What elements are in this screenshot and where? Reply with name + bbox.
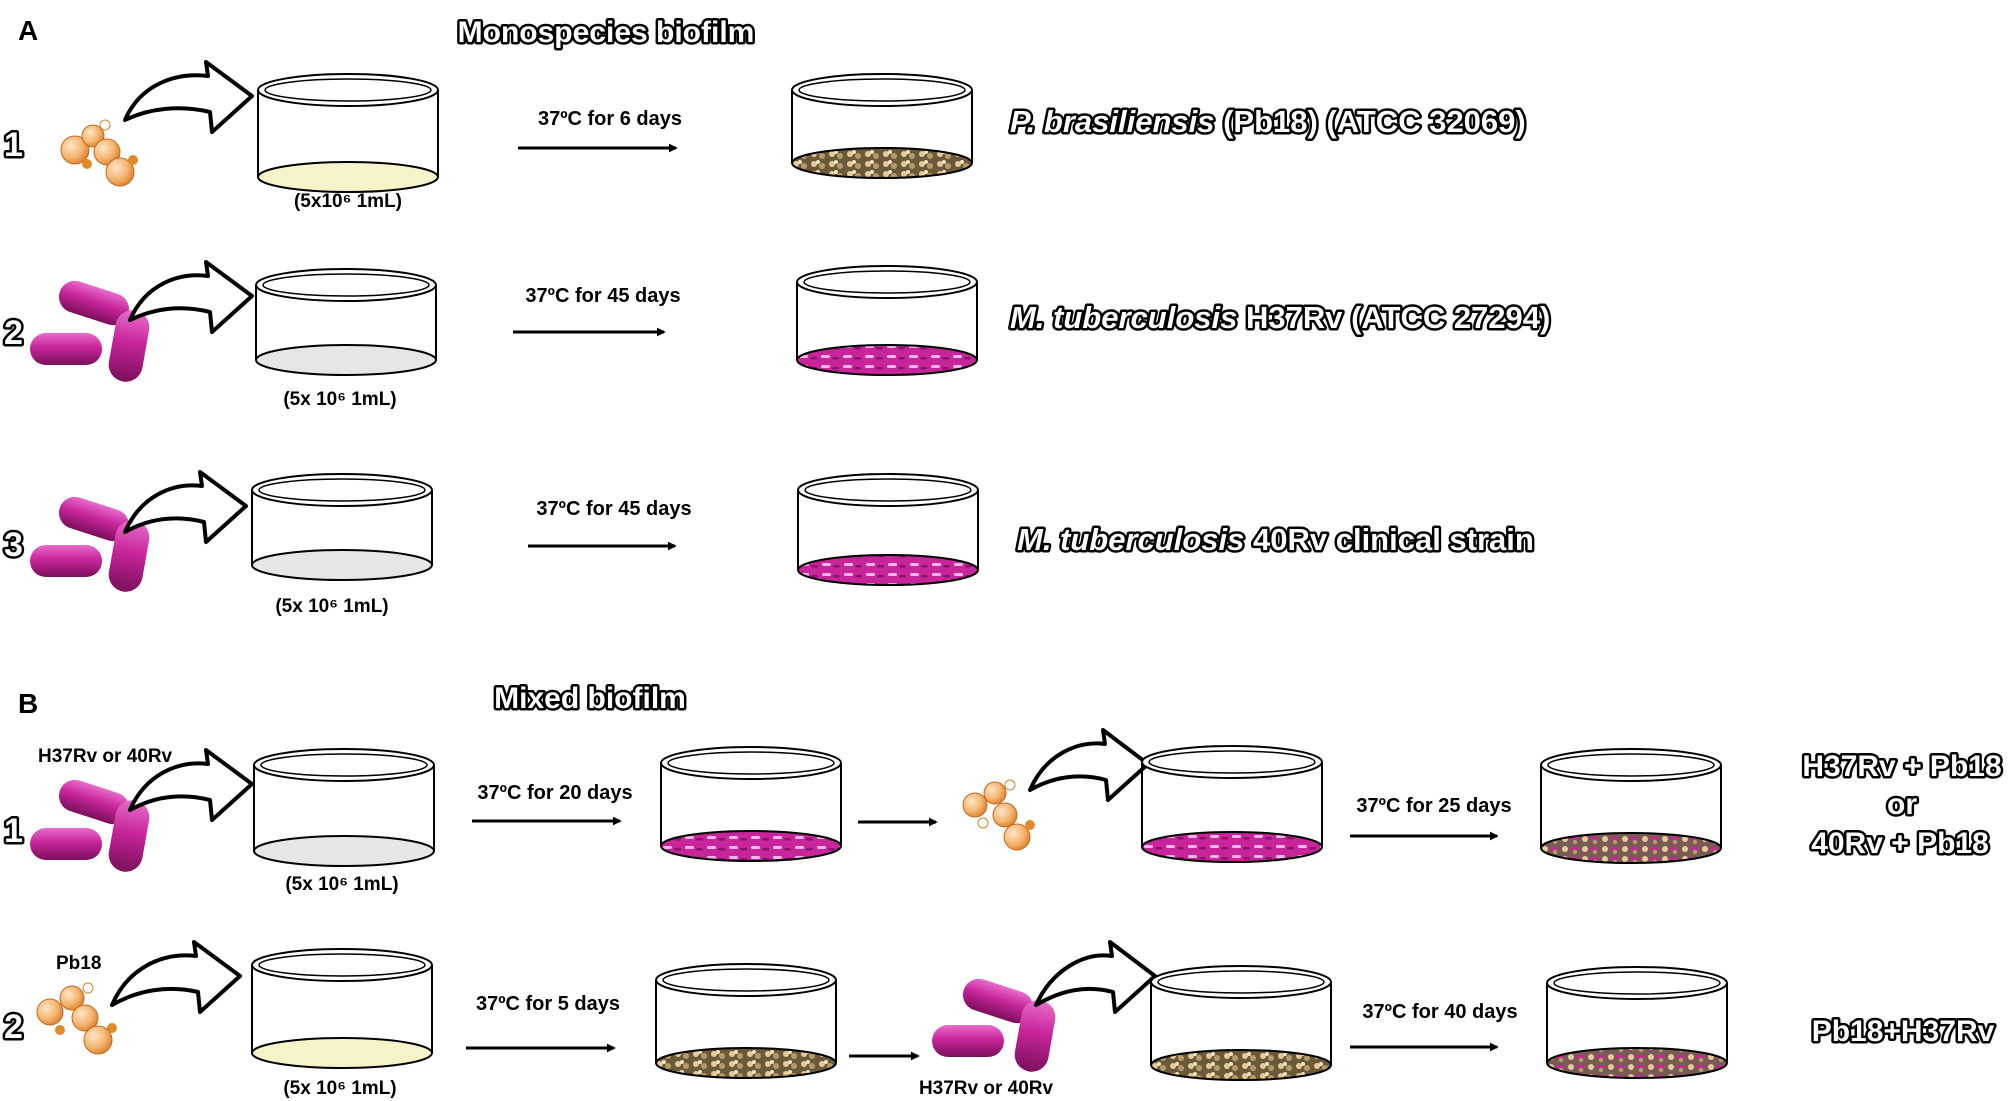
petri-dish-icon <box>796 265 978 376</box>
species-name-italic: P. brasiliensis <box>1010 104 1215 139</box>
inoculum-label: Pb18 <box>56 953 101 974</box>
row-number: 2 <box>4 1008 23 1046</box>
petri-dish-icon <box>1141 745 1323 863</box>
curved-arrow-icon <box>1034 940 1157 1014</box>
result-line-2: or <box>1887 788 1917 821</box>
petri-dish-icon <box>1540 748 1722 864</box>
panel-a-row-3: 3 (5x 10⁶ 1mL) 37ºC for 45 days M. tuber… <box>2 470 1536 617</box>
incubation-condition: 37ºC for 20 days <box>477 782 632 804</box>
incubation-condition: 37ºC for 45 days <box>525 285 680 307</box>
yeast-cluster-icon <box>962 779 1035 851</box>
curved-arrow-icon <box>1028 728 1150 802</box>
inoculum-label: H37Rv or 40Rv <box>38 746 173 767</box>
incubation-condition: 37ºC for 40 days <box>1362 1001 1517 1023</box>
species-label: P. brasiliensis (Pb18) (ATCC 32069) <box>1010 104 1526 139</box>
panel-a-label: A <box>18 15 38 46</box>
curved-arrow-icon <box>128 260 254 334</box>
incubation-condition: 37ºC for 45 days <box>536 498 691 520</box>
petri-dish-icon <box>797 473 979 586</box>
panel-b-row-1: 1 H37Rv or 40Rv (5x 10⁶ 1mL) 37ºC for 20… <box>2 728 2004 895</box>
petri-dish-icon <box>251 948 433 1069</box>
species-strain: (Pb18) (ATCC 32069) <box>1215 104 1526 139</box>
panel-b-row-2: 2 Pb18 (5x 10⁶ 1mL) 37ºC for 5 days <box>2 940 1997 1099</box>
bacilli-icon <box>30 779 150 872</box>
species-name-italic: M. tuberculosis <box>1017 522 1244 557</box>
result-line-3: 40Rv + Pb18 <box>1811 827 1989 860</box>
inoculum-concentration: (5x10⁶ 1mL) <box>294 191 402 212</box>
panel-a-row-1: 1 (5x10⁶ 1mL) 37ºC for 6 days <box>2 60 1528 212</box>
panel-b-label: B <box>18 688 38 719</box>
yeast-cluster-icon <box>60 119 138 187</box>
result-line-1: H37Rv + Pb18 <box>1802 750 2001 783</box>
species-label: M. tuberculosis 40Rv clinical strain <box>1017 522 1534 557</box>
petri-dish-icon <box>1150 965 1332 1081</box>
bacilli-icon <box>30 280 150 382</box>
inoculum-concentration: (5x 10⁶ 1mL) <box>285 874 398 895</box>
species-strain: 40Rv clinical strain <box>1244 522 1533 557</box>
row-number: 1 <box>4 126 23 164</box>
species-label: M. tuberculosis H37Rv (ATCC 27294) <box>1010 300 1550 335</box>
panel-b-title: Mixed biofilm <box>494 682 686 715</box>
petri-dish-icon <box>791 73 973 179</box>
panel-a-title: Monospecies biofilm <box>458 16 755 49</box>
bacilli-icon <box>30 496 150 592</box>
incubation-condition: 37ºC for 5 days <box>476 993 620 1015</box>
incubation-condition: 37ºC for 25 days <box>1356 795 1511 817</box>
yeast-cluster-icon <box>36 982 117 1055</box>
species-strain: H37Rv (ATCC 27294) <box>1237 300 1550 335</box>
inoculum-concentration: (5x 10⁶ 1mL) <box>283 389 396 410</box>
curved-arrow-icon <box>110 940 242 1014</box>
curved-arrow-icon <box>128 748 254 822</box>
row-number: 3 <box>4 526 23 564</box>
incubation-condition: 37ºC for 6 days <box>538 108 682 130</box>
petri-dish-icon <box>253 748 435 867</box>
petri-dish-icon <box>660 746 842 862</box>
second-inoculum-label: H37Rv or 40Rv <box>919 1078 1054 1099</box>
petri-dish-icon <box>655 963 837 1079</box>
inoculum-concentration: (5x 10⁶ 1mL) <box>275 596 388 617</box>
petri-dish-icon <box>257 73 439 193</box>
petri-dish-icon <box>1546 966 1728 1079</box>
result-line-1: Pb18+H37Rv <box>1812 1015 1995 1048</box>
inoculum-concentration: (5x 10⁶ 1mL) <box>283 1078 396 1099</box>
row-number: 1 <box>4 812 23 850</box>
bacilli-icon <box>932 978 1056 1072</box>
row-number: 2 <box>4 314 23 352</box>
curved-arrow-icon <box>123 470 248 544</box>
species-name-italic: M. tuberculosis <box>1010 300 1237 335</box>
curved-arrow-icon <box>123 60 254 134</box>
petri-dish-icon <box>251 473 433 581</box>
panel-a-row-2: 2 (5x 10⁶ 1mL) 37ºC for 45 days M. tuber… <box>2 260 1553 410</box>
petri-dish-icon <box>255 268 437 376</box>
